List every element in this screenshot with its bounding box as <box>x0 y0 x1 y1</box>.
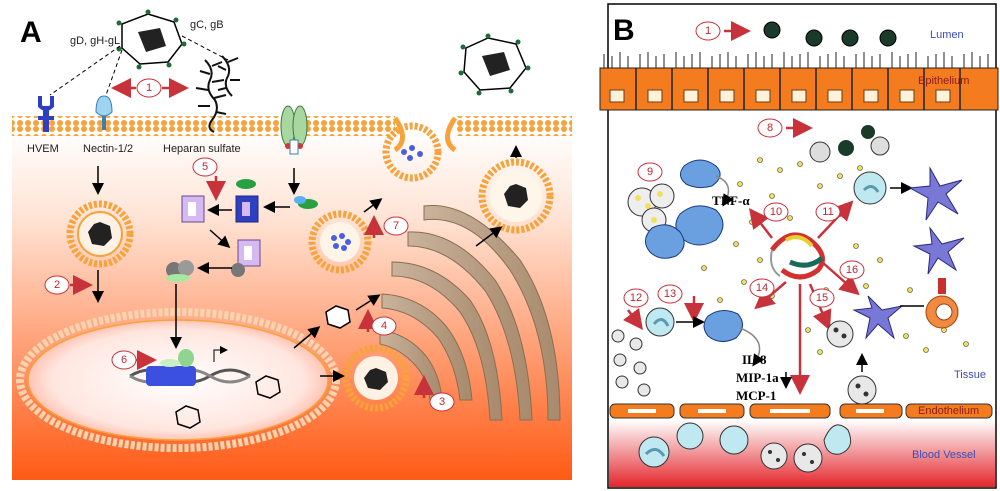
step-7-marker: 7 <box>364 215 409 238</box>
step-b16-label: 16 <box>846 264 858 276</box>
nectin-receptor-icon <box>95 95 113 130</box>
step-1-marker: 1 <box>111 78 189 98</box>
step-b13-marker: 13 <box>657 284 704 323</box>
step-b14-label: 14 <box>756 282 768 294</box>
label-tissue: Tissue <box>954 369 986 381</box>
panel-a: A gD, gH-gL gC, gB HVEM Nectin-1/2 <box>12 9 572 480</box>
neutrophil-icon <box>645 307 675 337</box>
migrating-cells-icon <box>826 320 877 405</box>
capsid-icon <box>175 375 281 429</box>
step-3-marker: 3 <box>414 375 455 412</box>
infected-epithelial-cells-icon <box>627 183 675 233</box>
monocyte-icon <box>853 171 887 205</box>
envelopment-vesicle <box>342 344 410 412</box>
step-5-marker: 5 <box>192 157 226 201</box>
step-b14-marker: 14 <box>749 278 775 298</box>
hvem-receptor-icon <box>38 96 54 132</box>
macrophage-icon <box>645 159 724 259</box>
step-5-label: 5 <box>202 161 208 173</box>
lymphocyte-icon <box>925 278 959 329</box>
cytokine-structure-icon <box>770 232 825 280</box>
step-b10-label: 10 <box>770 206 782 218</box>
label-gc-gb: gC, gB <box>190 19 224 31</box>
label-endothelium: Endothelium <box>918 405 979 417</box>
label-nectin: Nectin-1/2 <box>83 143 133 155</box>
blood-cells-icon <box>638 422 852 473</box>
panel-b-letter: B <box>613 14 635 47</box>
transport-vesicle <box>478 158 554 234</box>
cytoplasmic-capsid-icon <box>325 305 351 329</box>
gC-receptor-complex-icon <box>280 105 308 155</box>
dendritic-cell-icon <box>852 166 965 340</box>
panel-b: B Lumen 1 Epithelium <box>599 3 999 489</box>
endothelium-layer <box>609 403 993 419</box>
heparan-sulfate-icon <box>195 55 240 133</box>
step-b9-label: 9 <box>647 166 653 178</box>
infected-cell-debris-icon <box>809 125 890 163</box>
step-b15-marker: 15 <box>809 288 835 308</box>
step-b13-label: 13 <box>664 288 676 300</box>
exosome-vesicle <box>308 210 372 274</box>
signaling-proteins-icon <box>166 179 318 282</box>
step-b16-marker: 16 <box>839 260 865 280</box>
budding-vesicle <box>382 122 442 182</box>
label-mcp: MCP-1 <box>736 388 776 403</box>
step-3-label: 3 <box>439 396 445 408</box>
step-6-label: 6 <box>121 354 127 366</box>
label-heparan-sulfate: Heparan sulfate <box>163 143 241 155</box>
panel-a-letter: A <box>20 16 42 49</box>
step-b12-marker: 12 <box>623 288 649 330</box>
step-b11-label: 11 <box>822 206 833 218</box>
label-hvem: HVEM <box>27 143 59 155</box>
label-lumen: Lumen <box>930 29 964 41</box>
step-1-label: 1 <box>146 82 152 94</box>
virion-icon <box>116 9 187 70</box>
step-b12-label: 12 <box>630 292 642 304</box>
step-4-marker: 4 <box>358 309 397 336</box>
step-b8-label: 8 <box>767 122 773 134</box>
lumen-virions-icon <box>763 21 897 47</box>
step-b9-marker: 9 <box>637 162 663 182</box>
step-4-label: 4 <box>381 320 387 332</box>
step-7-label: 7 <box>393 220 399 232</box>
resting-cells-icon <box>611 329 651 397</box>
label-il8: IL-8 <box>742 352 767 367</box>
activated-macrophage-icon <box>703 310 743 342</box>
label-epithelium: Epithelium <box>918 75 969 87</box>
step-6-marker: 6 <box>111 350 157 370</box>
label-mip: MIP-1a <box>736 370 779 385</box>
label-gd-gh-gl: gD, gH-gL <box>70 35 120 47</box>
step-b8-marker: 8 <box>757 118 813 138</box>
step-b1-marker: 1 <box>695 21 751 41</box>
step-b11-marker: 11 <box>815 202 841 222</box>
step-b1-label: 1 <box>705 25 711 37</box>
epithelium-layer <box>599 52 999 111</box>
endosome-vesicle <box>66 200 134 268</box>
step-b15-label: 15 <box>816 292 828 304</box>
step-2-label: 2 <box>54 279 60 291</box>
step-b10-marker: 10 <box>763 202 789 222</box>
label-blood-vessel: Blood Vessel <box>912 449 976 461</box>
viral-genome-transcription-icon <box>129 346 251 386</box>
label-tnf-alpha: TNF-α <box>712 193 750 208</box>
step-2-marker: 2 <box>44 275 93 295</box>
released-virion-icon <box>458 33 531 96</box>
